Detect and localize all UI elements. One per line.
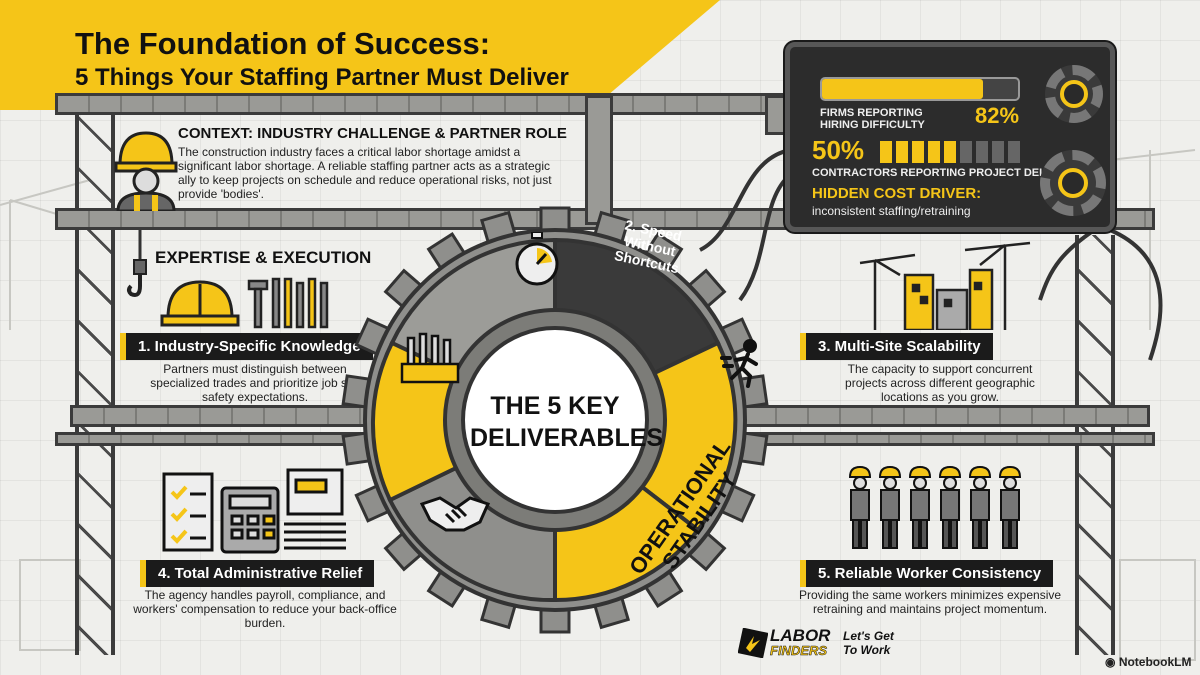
- gear-hub: [461, 326, 649, 514]
- gear-core-icon: [1058, 168, 1088, 198]
- item4-body: The agency handles payroll, compliance, …: [133, 588, 397, 630]
- item1-body: Partners must distinguish between specia…: [150, 362, 360, 404]
- item5-body: Providing the same workers minimizes exp…: [798, 588, 1062, 616]
- worker-icon: [848, 465, 872, 549]
- center-line2: DELIVERABLES: [470, 424, 664, 452]
- labor-finders-logo-icon: [738, 628, 768, 658]
- tagline-line2: To Work: [843, 643, 891, 657]
- brand-line1: LABOR: [770, 626, 831, 645]
- delay-segment: [912, 141, 924, 163]
- magnifier-icon: [1060, 80, 1088, 108]
- hiring-difficulty-bar-fill: [822, 79, 983, 99]
- stat1-label-b: HIRING DIFFICULTY: [820, 119, 925, 131]
- worker-icon: [938, 465, 962, 549]
- watermark: ◉ NotebookLM: [1105, 655, 1191, 669]
- delay-segment: [944, 141, 956, 163]
- delay-segment: [992, 141, 1004, 163]
- delay-segment: [880, 141, 892, 163]
- worker-icon: [908, 465, 932, 549]
- page-title: The Foundation of Success:: [75, 26, 491, 61]
- hidden-cost-body: inconsistent staffing/retraining: [812, 204, 971, 218]
- worker-icon: [968, 465, 992, 549]
- stat1-value: 82%: [975, 103, 1020, 128]
- toolbox-icon: [400, 332, 460, 384]
- delay-segment: [976, 141, 988, 163]
- expertise-heading: EXPERTISE & EXECUTION: [155, 248, 372, 267]
- notebooklm-icon: ◉: [1105, 655, 1119, 669]
- delay-segment: [960, 141, 972, 163]
- crane-hook-icon: [127, 230, 147, 297]
- item3-label: 3. Multi-Site Scalability: [800, 333, 993, 360]
- worker-icon: [998, 465, 1022, 549]
- context-body: The construction industry faces a critic…: [178, 145, 552, 201]
- item1-label: 1. Industry-Specific Knowledge: [120, 333, 373, 360]
- center-line1: THE 5 KEY: [490, 392, 620, 420]
- admin-icons: [162, 468, 346, 554]
- brand-line2: FINDERS: [770, 643, 828, 659]
- tagline-line1: Let's Get: [843, 629, 894, 643]
- handshake-icon: [420, 496, 490, 532]
- delay-segment: [896, 141, 908, 163]
- stats-dashboard: FIRMS REPORTING HIRING DIFFICULTY 82% 50…: [785, 42, 1115, 232]
- stopwatch-icon: [515, 232, 559, 286]
- delay-segment: [928, 141, 940, 163]
- hidden-cost-heading: HIDDEN COST DRIVER:: [812, 185, 982, 202]
- worker-icon: [878, 465, 902, 549]
- worker-team-icon: [848, 465, 1022, 549]
- cranes-city-icon: [859, 241, 1031, 330]
- context-heading: CONTEXT: INDUSTRY CHALLENGE & PARTNER RO…: [178, 125, 567, 142]
- gear-icon: [1040, 150, 1106, 216]
- tools-icon: [247, 277, 329, 329]
- scaffold-center-post: [585, 95, 613, 225]
- page-subtitle: 5 Things Your Staffing Partner Must Deli…: [75, 64, 569, 91]
- stat1-label-a: FIRMS REPORTING: [820, 107, 923, 119]
- running-person-icon: [720, 339, 758, 388]
- item3-body: The capacity to support concurrent proje…: [845, 362, 1035, 404]
- item4-label: 4. Total Administrative Relief: [140, 560, 375, 587]
- item5-label: 5. Reliable Worker Consistency: [800, 560, 1054, 587]
- watermark-text: NotebookLM: [1118, 655, 1192, 669]
- hard-hat-icon: [160, 280, 240, 327]
- hard-hat-worker-icon: [114, 131, 178, 211]
- stat2-label: CONTRACTORS REPORTING PROJECT DELAYS: [812, 167, 1068, 179]
- delay-segment: [1008, 141, 1020, 163]
- title-banner: [0, 0, 720, 110]
- stat2-value: 50%: [812, 135, 865, 165]
- hiring-difficulty-bar: [820, 77, 1020, 101]
- scaffold-left-truss: [75, 95, 115, 655]
